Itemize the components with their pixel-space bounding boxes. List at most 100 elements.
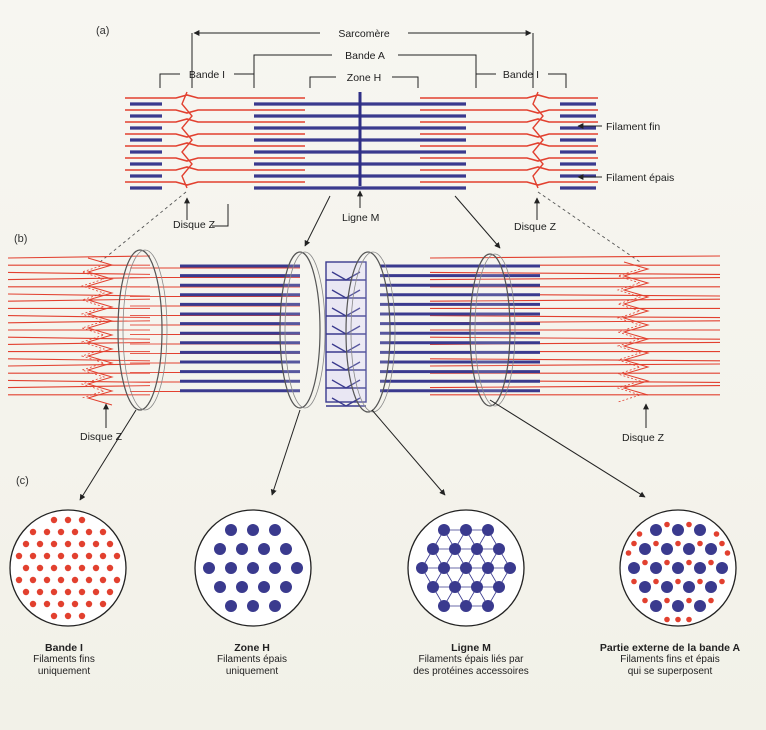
thin-filament-dot: [43, 600, 51, 608]
thin-filament-dot: [719, 540, 725, 547]
disque-z-a-right-label: Disque Z: [514, 221, 557, 233]
thick-filament-dot: [493, 543, 505, 555]
thin-filament-dot: [43, 552, 51, 560]
thick-filament-dot: [427, 581, 439, 593]
thin-filament-dot: [50, 612, 58, 620]
filament-fin-label: Filament fin: [606, 121, 660, 133]
projection-lines: [99, 191, 641, 263]
section-plane: [469, 253, 511, 407]
thin-filament: [125, 133, 305, 138]
thin-filament-dot: [686, 521, 692, 528]
thin-filament-dot: [71, 600, 79, 608]
thin-filament-dot: [57, 576, 65, 584]
section-line1-ligne-m: Filaments épais liés par: [418, 654, 524, 665]
thin-filament: [420, 118, 598, 123]
thick-filament-dot: [247, 562, 259, 574]
thin-filament-dot: [686, 616, 692, 623]
thin-filament-dot: [697, 578, 703, 585]
thin-filament: [420, 142, 598, 147]
thick-filament-dot: [269, 562, 281, 574]
thin-filament-dot: [631, 578, 637, 585]
thick-filament-dot: [482, 524, 494, 536]
section-caption-1: Bande I Filaments fins uniquement: [0, 642, 128, 678]
thin-filament: [7, 341, 151, 345]
thick-filament-dot: [225, 562, 237, 574]
thin-filament-dot: [664, 559, 670, 566]
section-plane-edge: [122, 249, 168, 411]
thin-filament-dot: [78, 564, 86, 572]
thick-filament-dot: [449, 581, 461, 593]
thin-filament: [7, 336, 151, 340]
thin-filament-dot: [106, 540, 114, 548]
thin-filament: [420, 94, 598, 99]
thin-filament: [125, 142, 305, 147]
section-plane-edge: [350, 251, 396, 413]
section-arrows: [79, 399, 646, 501]
thin-filament-dot: [631, 540, 637, 547]
thick-filament-dot: [471, 581, 483, 593]
thin-filament: [125, 109, 305, 114]
thin-filament-dot: [29, 600, 37, 608]
thick-filament-dot: [427, 543, 439, 555]
thin-filament: [7, 363, 151, 367]
thick-filament-dot: [639, 581, 651, 593]
thin-filament-dot: [43, 576, 51, 584]
section-caption-4: Partie externe de la bande A Filaments f…: [578, 642, 762, 678]
thin-filament: [429, 277, 721, 281]
section-plane-edge: [284, 251, 326, 409]
disque-z-b-right-label: Disque Z: [622, 432, 665, 444]
thin-filament-dot: [686, 559, 692, 566]
thin-filament: [420, 157, 598, 162]
thin-filament-dot: [29, 576, 37, 584]
thin-filament: [420, 133, 598, 138]
thin-filament-dot: [15, 576, 23, 584]
thin-filament-dot: [106, 588, 114, 596]
thin-filament-dot: [85, 528, 93, 536]
z-lattice: [86, 257, 114, 406]
thick-filament-dot: [258, 581, 270, 593]
thick-filament-dot: [449, 543, 461, 555]
thick-filament-dot: [705, 581, 717, 593]
thin-filament-dot: [50, 516, 58, 524]
z-lattice: [622, 261, 650, 396]
thick-filament-dot: [214, 581, 226, 593]
thin-filament-dot: [653, 540, 659, 547]
thick-filament-dot: [694, 524, 706, 536]
thin-filament: [7, 379, 151, 383]
thick-filament-dot: [716, 562, 728, 574]
disque-z-a-pointers: [184, 190, 540, 249]
thin-filament: [125, 157, 305, 162]
thin-filament-dot: [724, 550, 731, 556]
thin-filament-dot: [64, 588, 72, 596]
thin-filament-dot: [92, 588, 100, 596]
thin-filament-dot: [708, 559, 714, 566]
thick-filament-dot: [438, 600, 450, 612]
thin-filament-dot: [64, 516, 72, 524]
thin-filament-dot: [642, 559, 648, 566]
bande-i-left-bracket: [159, 73, 255, 88]
thin-filament-dot: [29, 552, 37, 560]
thin-filament-dot: [675, 616, 681, 623]
thin-filament-dot: [636, 531, 643, 537]
thin-filament-dot: [99, 528, 107, 536]
z-lattice-b: [80, 257, 650, 406]
thin-filament-dot: [78, 612, 86, 620]
thin-filament: [429, 298, 721, 302]
part-c-label: (c): [16, 475, 29, 487]
thin-filament-dot: [675, 578, 681, 585]
z-disc-left: [181, 91, 193, 189]
thin-filament-dot: [642, 597, 648, 604]
thin-filament-dot: [36, 588, 44, 596]
thin-filaments-a: [125, 91, 598, 189]
ligne-m-label: Ligne M: [342, 212, 379, 224]
section-plane-edge: [474, 253, 516, 407]
thick-filament-dot: [460, 600, 472, 612]
zone-h-bracket: [309, 76, 419, 88]
section-plane: [345, 251, 391, 413]
section-line2-bande-i: uniquement: [37, 666, 91, 677]
thin-filament-dot: [664, 616, 670, 623]
section-planes-b: [117, 249, 516, 413]
thick-filament-dot: [650, 562, 662, 574]
thick-filament-dot: [225, 524, 237, 536]
